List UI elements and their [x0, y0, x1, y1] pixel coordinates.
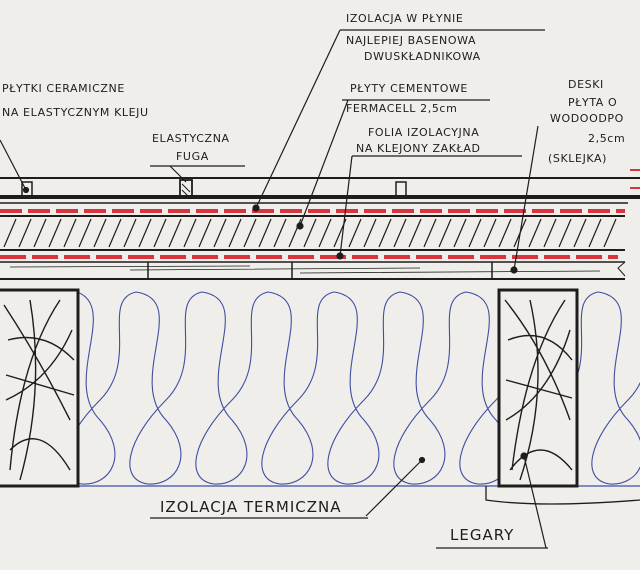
hatch-stroke: [48, 218, 62, 248]
joist-right-foot: [485, 486, 640, 505]
hatch-stroke: [603, 218, 617, 248]
hatch-stroke: [243, 218, 257, 248]
leader-liquid-iso: [255, 29, 341, 209]
hatch-stroke: [273, 218, 287, 248]
labels: PŁYTKI CERAMICZNE NA ELASTYCZNYM KLEJU E…: [2, 12, 625, 544]
label-iso-1: IZOLACJA W PŁYNIE: [346, 12, 463, 25]
leader-dot: [22, 186, 30, 194]
hatch-stroke: [378, 218, 392, 248]
label-cement-2: FERMACELL 2,5cm: [346, 102, 457, 115]
leader-foil: [339, 155, 353, 257]
grout-hatch: [181, 183, 191, 197]
hatch-stroke: [108, 218, 122, 248]
joist-right-grain: [504, 299, 573, 481]
plywood-grain: [9, 265, 601, 274]
hatch-stroke: [63, 218, 77, 248]
hatch-stroke: [498, 218, 512, 248]
hatch-stroke: [318, 218, 332, 248]
tile-layer: [0, 177, 640, 204]
leader-dot: [252, 204, 260, 212]
joist-left: [0, 288, 80, 488]
hatch-stroke: [213, 218, 227, 248]
leader-tiles: [0, 139, 27, 191]
label-iso-2: NAJLEPIEJ BASENOWA: [346, 34, 476, 47]
hatch-stroke: [3, 218, 17, 248]
hatch-stroke: [138, 218, 152, 248]
leader-flex-grout: [169, 165, 187, 183]
joist-left-grain: [3, 299, 75, 481]
label-tiles-1: PŁYTKI CERAMICZNE: [2, 82, 125, 95]
label-thermal: IZOLACJA TERMICZNA: [160, 498, 342, 516]
cement-board-layer: [0, 215, 625, 251]
cement-board-hatching: [3, 218, 617, 248]
hatch-stroke: [33, 218, 47, 248]
hatch-stroke: [348, 218, 362, 248]
hatch-stroke: [258, 218, 272, 248]
leader-boards: [513, 125, 539, 271]
hatch-stroke: [543, 218, 557, 248]
leader-dot: [336, 252, 344, 260]
plywood-layer: [0, 261, 626, 280]
hatch-stroke: [153, 218, 167, 248]
label-boards-5: (SKLEJKA): [548, 152, 607, 165]
hatch-stroke: [363, 218, 377, 248]
joist-left-outline: [0, 288, 80, 488]
leader-thermal: [365, 459, 423, 517]
label-joists: LEGARY: [450, 526, 514, 544]
leader-dot: [510, 266, 518, 274]
label-foil-2: NA KLEJONY ZAKŁAD: [356, 142, 481, 155]
leader-dot: [520, 452, 528, 460]
label-cement-1: PŁYTY CEMENTOWE: [350, 82, 468, 95]
leader-cement: [299, 99, 349, 227]
leader-dot: [296, 222, 304, 230]
hatch-stroke: [393, 218, 407, 248]
label-boards-4: 2,5cm: [588, 132, 625, 145]
hatch-stroke: [228, 218, 242, 248]
label-tiles-2: NA ELASTYCZNYM KLEJU: [2, 106, 149, 119]
hatch-stroke: [168, 218, 182, 248]
hatch-stroke: [93, 218, 107, 248]
label-flex-2: FUGA: [176, 150, 209, 163]
label-boards-2: PŁYTA O: [568, 96, 617, 109]
leader-lines: [0, 29, 548, 549]
joist-right: [497, 288, 579, 488]
label-flex-1: ELASTYCZNA: [152, 132, 230, 145]
hatch-stroke: [303, 218, 317, 248]
label-iso-3: DWUSKŁADNIKOWA: [364, 50, 481, 63]
hatch-stroke: [438, 218, 452, 248]
grout-joint: [395, 181, 407, 197]
hatch-stroke: [588, 218, 602, 248]
grout-joint: [21, 181, 33, 197]
label-foil-1: FOLIA IZOLACYJNA: [368, 126, 479, 139]
hatch-stroke: [483, 218, 497, 248]
hatch-stroke: [468, 218, 482, 248]
hatch-stroke: [528, 218, 542, 248]
hatch-stroke: [453, 218, 467, 248]
leader-joists: [523, 455, 547, 549]
hatch-stroke: [408, 218, 422, 248]
hatch-stroke: [423, 218, 437, 248]
grout-joint: [179, 179, 193, 197]
plywood-edge-stub: [617, 261, 626, 277]
hatch-stroke: [183, 218, 197, 248]
hatch-stroke: [573, 218, 587, 248]
hatch-stroke: [18, 218, 32, 248]
edge-ticks: [630, 169, 640, 189]
hatch-stroke: [558, 218, 572, 248]
hatch-stroke: [78, 218, 92, 248]
leader-dot: [418, 456, 426, 464]
label-boards-1: DESKI: [568, 78, 604, 91]
hatch-stroke: [123, 218, 137, 248]
label-boards-3: WODOODPO: [550, 112, 624, 125]
hatch-stroke: [198, 218, 212, 248]
